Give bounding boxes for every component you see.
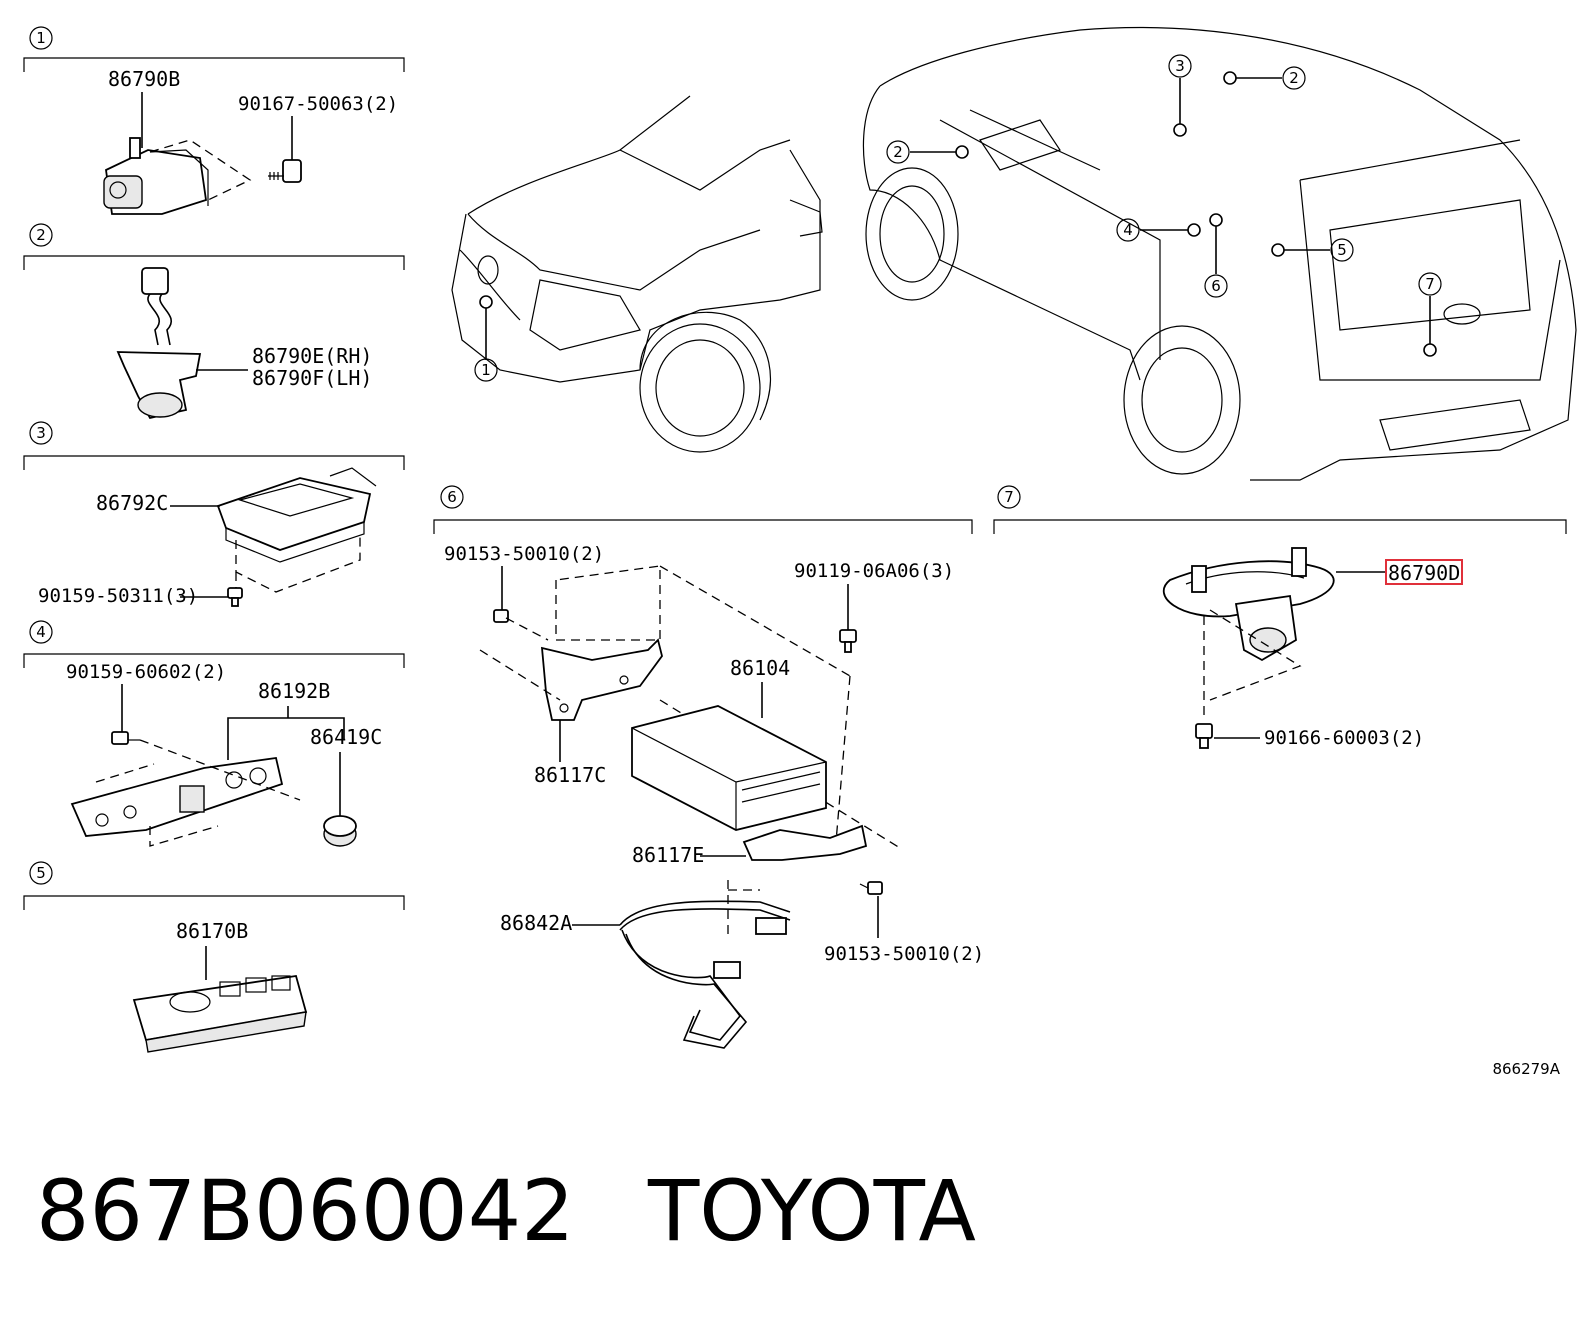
screw-icon — [859, 881, 883, 895]
section-4: 4 90159-60602(2) 86192B 86419C — [23, 620, 405, 847]
footer-part-number: 867B060042 — [36, 1162, 575, 1260]
section-6: 6 90153-50010(2) 90119-06A06(3) 86117C 8… — [433, 485, 984, 1049]
section-index: 6 — [447, 488, 457, 506]
part-label[interactable]: 86790B — [108, 67, 180, 91]
section-3: 3 86792C 90159-50311(3) — [23, 421, 405, 607]
part-label[interactable]: 86104 — [730, 656, 790, 680]
part-label[interactable]: 86192B — [258, 679, 330, 703]
bracket-icon — [540, 638, 663, 721]
section-7: 7 86790D 90166-60003(2) — [993, 485, 1567, 749]
part-label[interactable]: 90153-50010(2) — [824, 943, 984, 965]
rear-camera-icon — [1162, 547, 1335, 662]
vehicle-callout: 6 — [1211, 277, 1221, 295]
section-2: 2 86790E(RH) 86790F(LH) — [23, 223, 405, 420]
screw-icon — [227, 587, 243, 607]
part-label[interactable]: 86790F(LH) — [252, 366, 372, 390]
part-label[interactable]: 86842A — [500, 911, 572, 935]
section-index: 7 — [1004, 488, 1014, 506]
part-label[interactable]: 90159-50311(3) — [38, 585, 198, 607]
part-label[interactable]: 86117C — [534, 763, 606, 787]
part-label[interactable]: 90166-60003(2) — [1264, 727, 1424, 749]
screw-icon — [111, 731, 140, 745]
section-index: 5 — [36, 864, 46, 882]
switch-panel-icon — [70, 756, 284, 837]
part-label[interactable]: 86792C — [96, 491, 168, 515]
wire-harness-icon — [619, 900, 791, 1049]
part-label[interactable]: 86170B — [176, 919, 248, 943]
remote-controller-icon — [132, 974, 308, 1053]
rear-vehicle-illustration: 2 3 2 4 5 6 7 — [862, 26, 1577, 481]
button-knob-icon — [323, 815, 357, 847]
part-label[interactable]: 90159-60602(2) — [66, 661, 226, 683]
highlight-box — [1385, 559, 1463, 585]
part-label[interactable]: 86419C — [310, 725, 382, 749]
vehicle-callout: 7 — [1425, 275, 1435, 293]
section-index: 2 — [36, 226, 46, 244]
vehicle-callout: 1 — [481, 361, 491, 379]
screw-icon — [839, 629, 857, 653]
part-label[interactable]: 90153-50010(2) — [444, 543, 604, 565]
vehicle-callout: 4 — [1123, 221, 1133, 239]
part-label[interactable]: 86790E(RH) — [252, 344, 372, 368]
camera-part-icon — [103, 137, 209, 215]
part-label[interactable]: 86117E — [632, 843, 704, 867]
highlighted-part-label[interactable]: 86790D — [1388, 561, 1460, 585]
section-1: 1 86790B 90167-50063(2) — [23, 26, 405, 215]
diagram-code: 866279A — [1492, 1060, 1560, 1078]
lower-bracket-icon — [742, 824, 868, 861]
section-index: 3 — [36, 424, 46, 442]
vehicle-callout: 2 — [893, 143, 903, 161]
screw-icon — [1195, 723, 1213, 749]
front-vehicle-illustration: 1 — [451, 95, 823, 453]
vehicle-callout: 3 — [1175, 57, 1185, 75]
control-unit-icon — [631, 705, 827, 831]
footer-brand: TOYOTA — [647, 1162, 976, 1260]
section-5: 5 86170B — [23, 861, 405, 1053]
vehicle-callout: 5 — [1337, 241, 1347, 259]
screw-icon — [493, 609, 509, 623]
section-index: 4 — [36, 623, 46, 641]
part-label[interactable]: 90167-50063(2) — [238, 93, 398, 115]
part-label[interactable]: 90119-06A06(3) — [794, 560, 954, 582]
side-camera-icon — [116, 267, 202, 420]
vehicle-callout: 2 — [1289, 69, 1299, 87]
ecu-module-icon — [216, 467, 377, 563]
section-index: 1 — [36, 29, 46, 47]
bolt-icon — [268, 159, 302, 183]
